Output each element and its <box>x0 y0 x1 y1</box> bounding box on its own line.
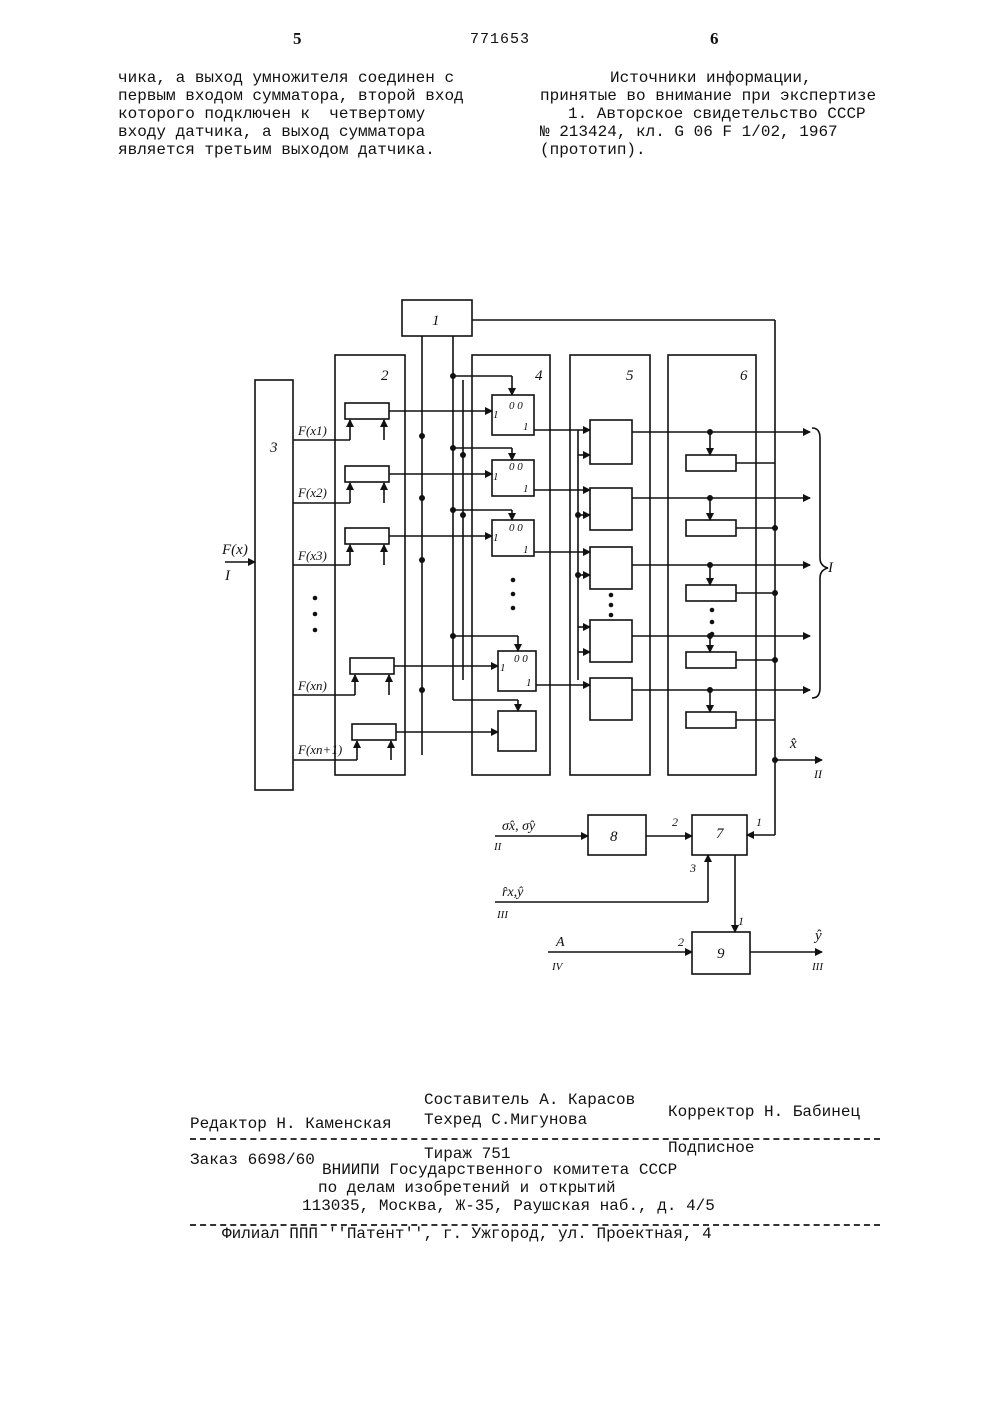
corrector: Корректор Н. Бабинец <box>668 1104 860 1121</box>
org-line-2: по делам изобретений и открытий <box>318 1180 616 1197</box>
subscription: Подписное <box>668 1140 754 1157</box>
label-sigma: σ̂x, σ̂y <box>502 819 536 834</box>
memory-element <box>686 585 736 601</box>
label-r: r̂x,ŷ <box>502 885 524 900</box>
label-signal: F(x3) <box>297 548 327 563</box>
port-label: 1 <box>738 914 744 928</box>
port-label: 2 <box>678 935 684 949</box>
label-5: 5 <box>626 368 634 384</box>
branch: Филиал ППП ''Патент'', г. Ужгород, ул. П… <box>222 1226 712 1243</box>
label-signal: F(x2) <box>297 485 327 500</box>
port-label: 1 <box>756 815 762 829</box>
adder-element <box>590 620 632 662</box>
label-2: 2 <box>381 368 389 384</box>
label-signal: F(xn) <box>297 678 327 693</box>
techred: Техред С.Мигунова <box>424 1112 587 1129</box>
register-element <box>350 658 394 674</box>
label-1: 1 <box>432 313 440 329</box>
gate-port: 1 <box>493 409 499 421</box>
editor: Редактор Н. Каменская <box>190 1116 392 1133</box>
label-roman: IV <box>551 961 564 973</box>
label-y-hat: ŷ <box>813 928 822 944</box>
register-element <box>345 403 389 419</box>
block-4 <box>472 355 550 775</box>
gate-port: 0 0 <box>514 653 528 665</box>
label-7: 7 <box>716 826 725 842</box>
divider <box>190 1138 880 1140</box>
gate-port: 1 <box>526 677 532 689</box>
register-element <box>352 724 396 740</box>
label-9: 9 <box>717 946 725 962</box>
gate-port: 1 <box>523 544 529 556</box>
gate-port: 1 <box>500 662 506 674</box>
label-x-hat: x̂ <box>789 736 797 752</box>
label-roman: III <box>811 961 824 973</box>
label-a: A <box>555 935 565 950</box>
adder-element <box>590 488 632 530</box>
label-8: 8 <box>610 829 618 845</box>
gate-port: 0 0 <box>509 461 523 473</box>
org-line-1: ВНИИПИ Государственного комитета СССР <box>322 1162 677 1179</box>
port-label: 2 <box>672 815 678 829</box>
label-signal: F(x1) <box>297 423 327 438</box>
port-label: 3 <box>689 861 696 875</box>
register-element <box>345 466 389 482</box>
adder-element <box>590 420 632 464</box>
label-4: 4 <box>535 368 543 384</box>
register-element <box>345 528 389 544</box>
label-roman: III <box>496 909 509 921</box>
memory-element <box>686 652 736 668</box>
gate-port: 0 0 <box>509 400 523 412</box>
address: 113035, Москва, Ж-35, Раушская наб., д. … <box>302 1198 715 1215</box>
ellipsis-dots <box>313 578 715 637</box>
label-signal: F(xn+1) <box>297 742 342 757</box>
gate-element <box>498 711 536 751</box>
memory-element <box>686 520 736 536</box>
label-roman: II <box>813 767 823 781</box>
gate-port: 1 <box>523 421 529 433</box>
label-brace: I <box>827 560 834 576</box>
label-3: 3 <box>269 440 278 456</box>
label-input-roman: I <box>224 568 231 584</box>
adder-element <box>590 678 632 720</box>
gate-port: 1 <box>523 483 529 495</box>
adder-element <box>590 547 632 589</box>
label-6: 6 <box>740 368 748 384</box>
memory-element <box>686 455 736 471</box>
order: Заказ 6698/60 <box>190 1152 315 1169</box>
gate-port: 0 0 <box>509 522 523 534</box>
compiler: Составитель А. Карасов <box>424 1092 635 1109</box>
gate-port: 1 <box>493 532 499 544</box>
label-roman: II <box>493 841 503 853</box>
memory-element <box>686 712 736 728</box>
label-input-fx: F(x) <box>221 542 248 558</box>
gate-port: 1 <box>493 471 499 483</box>
